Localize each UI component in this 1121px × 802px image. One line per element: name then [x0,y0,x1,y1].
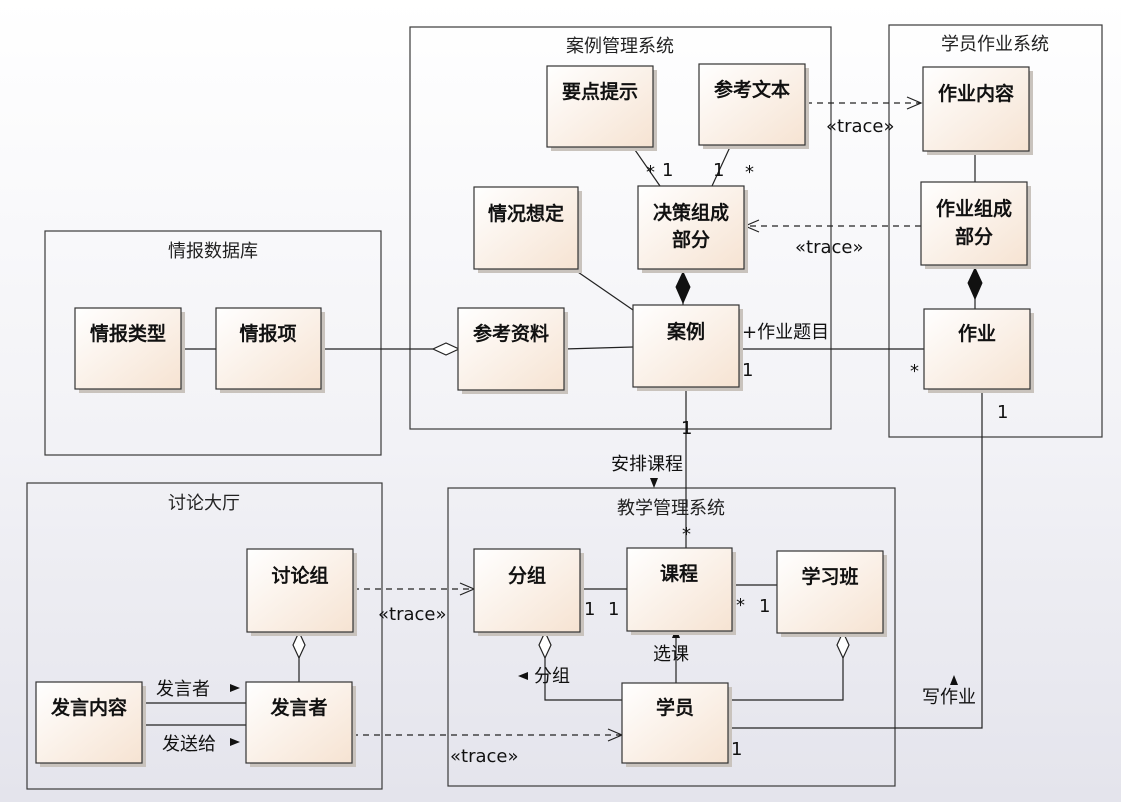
package-intel-database: 情报数据库 [44,230,382,456]
class-ref-text[interactable]: 参考文本 [698,63,809,149]
class-name-ref-material: 参考资料 [473,322,549,345]
assoc-reftext-decision [711,146,731,187]
class-course[interactable]: 课程 [626,547,736,635]
connectors [142,96,983,746]
class-speech-content[interactable]: 发言内容 [35,681,146,767]
multiplicity-one: 1 [608,599,619,620]
class-name-case: 案例 [666,320,705,343]
class-decision-part[interactable]: 决策组成 部分 [637,185,748,273]
composition-diamond-homework [967,266,983,301]
direction-arrow-sendto [230,738,240,746]
class-hw-content[interactable]: 作业内容 [922,66,1033,155]
assoc-label-send-to: 发送给 [162,734,216,755]
class-study-class[interactable]: 学习班 [776,550,887,637]
class-scenario[interactable]: 情况想定 [473,186,582,273]
package-teaching-management: 教学管理系统 [447,487,896,787]
class-name-intel-type: 情报类型 [90,322,166,345]
class-name-hw-content: 作业内容 [938,82,1014,105]
class-name-decision-part-line1: 决策组成 [653,201,729,224]
assoc-label-speaker: 发言者 [156,679,210,700]
class-name-speech-content: 发言内容 [50,696,127,719]
trace-label-3: «trace» [378,604,446,625]
multiplicity-one: 1 [742,360,753,381]
package-title-case-management: 案例管理系统 [566,36,674,57]
class-name-decision-part-line2: 部分 [672,228,710,251]
class-name-discussion-group: 讨论组 [271,564,328,587]
package-forum: 讨论大厅 [26,482,383,790]
direction-arrow-schedule [650,478,658,488]
class-ref-material[interactable]: 参考资料 [457,307,568,394]
class-name-group: 分组 [508,564,546,587]
assoc-keypoints-decision [634,149,661,187]
class-hw-part[interactable]: 作业组成 部分 [920,181,1031,269]
class-name-speaker: 发言者 [269,696,327,719]
class-key-points[interactable]: 要点提示 [546,65,657,151]
class-name-homework: 作业 [958,322,996,345]
class-group[interactable]: 分组 [473,548,584,636]
relationship-labels: «trace» «trace» «trace» «trace» +作业题目 安排… [156,116,976,767]
multiplicity-one: 1 [662,160,673,181]
multiplicity-one: 1 [731,739,742,760]
aggregation-diamond-group [538,630,552,660]
class-discussion-group[interactable]: 讨论组 [246,548,357,636]
aggregation-group-student [544,656,622,701]
multiplicity-one: 1 [584,599,595,620]
package-title-forum: 讨论大厅 [168,493,240,514]
direction-arrow-writehw [950,675,958,685]
package-case-management: 案例管理系统 [409,26,832,430]
package-homework-system: 学员作业系统 [888,24,1103,438]
trace-label-2: «trace» [795,237,863,258]
aggregation-diamond-studyclass [836,630,850,660]
assoc-student-homework [728,389,983,729]
class-name-ref-text: 参考文本 [714,78,790,101]
aggregation-diamond-discgroup [292,630,306,660]
multiplicity-one: 1 [681,418,692,439]
multiplicity-star: * [910,361,919,382]
multiplicities: * 1 1 * 1 * 1 1 * 1 1 * 1 1 [584,160,1008,760]
multiplicity-one: 1 [759,596,770,617]
class-name-key-points: 要点提示 [562,80,638,103]
class-speaker[interactable]: 发言者 [245,681,356,767]
assoc-label-write-homework: 写作业 [922,687,976,708]
class-student[interactable]: 学员 [621,682,732,767]
package-title-teaching-management: 教学管理系统 [617,498,725,519]
class-intel-item[interactable]: 情报项 [215,307,325,393]
multiplicity-star: * [736,595,745,616]
direction-arrow-grouping [518,672,528,680]
multiplicity-one: 1 [713,160,724,181]
class-name-intel-item: 情报项 [239,322,296,345]
trace-label-1: «trace» [826,116,894,137]
class-name-hw-part-line2: 部分 [955,225,993,248]
multiplicity-one: 1 [997,402,1008,423]
class-case[interactable]: 案例 [632,304,743,391]
package-title-intel-database: 情报数据库 [168,241,258,262]
multiplicity-star: * [682,524,691,545]
multiplicity-star: * [745,162,754,183]
aggregation-diamond-refmaterial [431,342,461,356]
aggregation-studyclass-student [728,656,844,701]
class-homework[interactable]: 作业 [923,308,1034,393]
class-name-course: 课程 [660,563,698,585]
assoc-label-select-course: 选课 [653,644,689,665]
assoc-label-grouping: 分组 [534,666,570,687]
class-intel-type[interactable]: 情报类型 [74,307,185,393]
package-title-homework-system: 学员作业系统 [941,34,1049,55]
assoc-refmaterial-case [563,346,634,350]
assoc-scenario-case [574,269,634,311]
class-name-student: 学员 [656,696,694,719]
direction-arrow-speaker [230,684,240,692]
class-name-scenario: 情况想定 [488,202,564,225]
class-name-study-class: 学习班 [801,565,858,588]
composition-diamond-case [675,270,691,305]
trace-label-4: «trace» [450,746,518,767]
class-name-hw-part-line1: 作业组成 [936,197,1012,220]
assoc-label-schedule-course: 安排课程 [611,454,683,475]
multiplicity-star: * [646,162,655,183]
role-label-assignment: +作业题目 [742,322,829,343]
trace-arrowhead-1 [906,96,923,110]
